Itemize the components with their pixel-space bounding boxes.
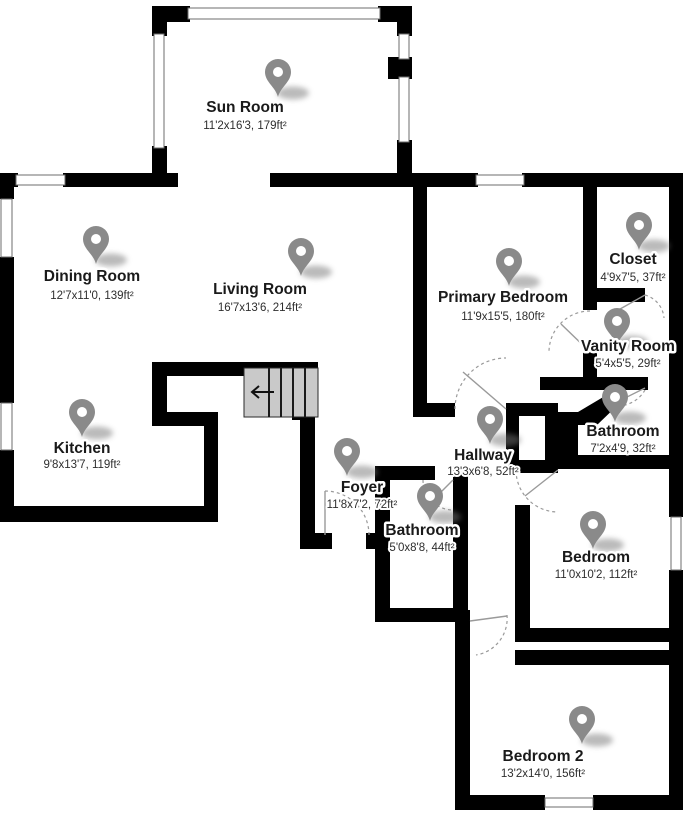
map-pin-icon[interactable]: [496, 248, 522, 286]
pin-shadow: [638, 239, 670, 253]
map-pin-hole: [273, 67, 283, 77]
room-bathroom-1: Bathroom 5'0x8'8, 44ft²: [383, 483, 461, 556]
map-pin-hole: [77, 407, 87, 417]
room-pin-primary-bedroom[interactable]: [496, 248, 522, 286]
room-dimensions-label: 12'7x11'0, 139ft²: [50, 290, 134, 302]
map-pin-icon[interactable]: [265, 59, 291, 97]
map-pin-icon[interactable]: [477, 406, 503, 444]
room-living-room: Living Room 16'7x13'6, 214ft²: [211, 238, 332, 316]
map-pin-hole: [588, 519, 598, 529]
map-pin-hole: [91, 234, 101, 244]
windows: [0, 7, 682, 808]
pin-shadow: [277, 86, 309, 100]
room-name-label: Bathroom: [385, 522, 458, 539]
map-pin-icon[interactable]: [569, 706, 595, 744]
room-bedroom: Bedroom 11'0x10'2, 112ft²: [553, 511, 639, 583]
pin-shadow: [429, 510, 461, 524]
room-sun-room: Sun Room 11'2x16'3, 179ft²: [201, 59, 309, 134]
room-closet: Closet 4'9x7'5, 37ft²: [598, 212, 670, 286]
room-pin-bedroom[interactable]: [580, 511, 606, 549]
room-pin-dining-room[interactable]: [83, 226, 109, 264]
room-name-label: Hallway: [454, 447, 512, 464]
room-pin-closet[interactable]: [626, 212, 652, 250]
room-dimensions-label: 5'4x5'5, 29ft²: [595, 358, 660, 370]
map-pin-hole: [342, 446, 352, 456]
map-pin-icon[interactable]: [626, 212, 652, 250]
map-pin-icon[interactable]: [604, 308, 630, 346]
map-pin-hole: [296, 246, 306, 256]
room-dimensions-label: 4'9x7'5, 37ft²: [600, 272, 665, 284]
room-dimensions-label: 7'2x4'9, 32ft²: [590, 443, 655, 455]
room-pin-kitchen[interactable]: [69, 399, 95, 437]
room-pin-living-room[interactable]: [288, 238, 314, 276]
stairs-direction-arrow-icon: [250, 385, 274, 399]
map-pin-icon[interactable]: [334, 438, 360, 476]
map-pin-icon[interactable]: [580, 511, 606, 549]
room-name-label: Foyer: [341, 479, 383, 496]
room-name-label: Dining Room: [44, 268, 140, 285]
map-pin-icon[interactable]: [417, 483, 443, 521]
room-foyer: Foyer 11'8x7'2, 72ft²: [325, 438, 400, 513]
room-vanity-room: Vanity Room 5'4x5'5, 29ft²: [579, 308, 677, 372]
room-dimensions-label: 11'0x10'2, 112ft²: [555, 569, 638, 581]
room-name-label: Sun Room: [206, 99, 284, 116]
pin-shadow: [581, 733, 613, 747]
room-name-label: Bathroom: [586, 423, 659, 440]
room-pin-bathroom-2[interactable]: [602, 384, 628, 422]
map-pin-hole: [485, 414, 495, 424]
pin-shadow: [592, 538, 624, 552]
room-dimensions-label: 11'8x7'2, 72ft²: [327, 499, 398, 511]
room-name-label: Living Room: [213, 281, 307, 298]
room-name-label: Primary Bedroom: [438, 289, 568, 306]
room-dimensions-label: 9'8x13'7, 119ft²: [43, 459, 120, 471]
room-name-label: Kitchen: [54, 440, 111, 457]
room-name-label: Vanity Room: [581, 338, 675, 355]
room-dimensions-label: 5'0x8'8, 44ft²: [389, 542, 454, 554]
room-bedroom-2: Bedroom 2 13'2x14'0, 156ft²: [499, 706, 613, 782]
map-pin-hole: [610, 392, 620, 402]
map-pin-hole: [504, 256, 514, 266]
pin-shadow: [489, 433, 521, 447]
room-dimensions-label: 16'7x13'6, 214ft²: [218, 302, 302, 314]
pin-shadow: [614, 411, 646, 425]
map-pin-icon[interactable]: [69, 399, 95, 437]
room-name-label: Bedroom 2: [503, 748, 584, 765]
room-dimensions-label: 11'2x16'3, 179ft²: [203, 120, 287, 132]
map-pin-hole: [425, 491, 435, 501]
room-dimensions-label: 13'3x6'8, 52ft²: [447, 466, 519, 478]
pin-shadow: [346, 465, 378, 479]
room-primary-bedroom: Primary Bedroom 11'9x15'5, 180ft²: [435, 248, 571, 325]
room-pin-hallway[interactable]: [477, 406, 503, 444]
rooms-layer: Sun Room 11'2x16'3, 179ft² Dining Room 12'7…: [41, 59, 677, 782]
room-dimensions-label: 13'2x14'0, 156ft²: [501, 768, 585, 780]
pin-shadow: [508, 275, 540, 289]
room-pin-vanity-room[interactable]: [604, 308, 630, 346]
staircase: [243, 367, 319, 418]
map-pin-icon[interactable]: [83, 226, 109, 264]
room-dining-room: Dining Room 12'7x11'0, 139ft²: [41, 226, 143, 304]
walls: [0, 6, 683, 810]
map-pin-icon[interactable]: [288, 238, 314, 276]
room-hallway: Hallway 13'3x6'8, 52ft²: [445, 406, 521, 480]
room-pin-foyer[interactable]: [334, 438, 360, 476]
map-pin-hole: [634, 220, 644, 230]
room-name-label: Bedroom: [562, 549, 630, 566]
room-pin-bedroom-2[interactable]: [569, 706, 595, 744]
pin-shadow: [81, 426, 113, 440]
room-pin-sun-room[interactable]: [265, 59, 291, 97]
room-kitchen: Kitchen 9'8x13'7, 119ft²: [41, 399, 123, 473]
map-pin-icon[interactable]: [602, 384, 628, 422]
room-pin-bathroom-1[interactable]: [417, 483, 443, 521]
room-name-label: Closet: [609, 251, 656, 268]
room-dimensions-label: 11'9x15'5, 180ft²: [461, 311, 545, 323]
pin-shadow: [616, 335, 648, 349]
map-pin-hole: [612, 316, 622, 326]
map-pin-hole: [577, 714, 587, 724]
pin-shadow: [300, 265, 332, 279]
pin-shadow: [95, 253, 127, 267]
room-bathroom-2: Bathroom 7'2x4'9, 32ft²: [584, 384, 662, 457]
